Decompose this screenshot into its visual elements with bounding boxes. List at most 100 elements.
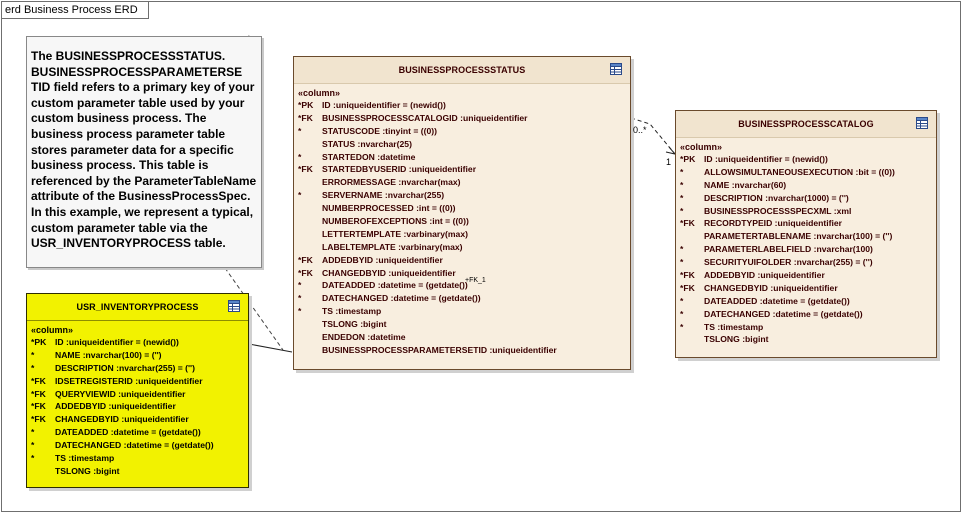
column-definition: DATECHANGED :datetime = (getdate()) <box>704 308 863 319</box>
column-row[interactable]: TSLONG :bigint <box>294 318 630 331</box>
column-row[interactable]: * STATUSCODE :tinyint = ((0)) <box>294 125 630 138</box>
column-key-marker: * <box>298 280 302 291</box>
column-definition: CHANGEDBYID :uniqueidentifier <box>704 282 838 293</box>
column-row[interactable]: *TS :timestamp <box>27 452 248 465</box>
column-definition: CHANGEDBYID :uniqueidentifier <box>322 267 456 278</box>
column-row[interactable]: NUMBERPROCESSED :int = ((0)) <box>294 202 630 215</box>
entity-stereotype: «column» <box>31 325 74 335</box>
entity-stereotype: «column» <box>680 142 723 152</box>
column-key-marker: *FK <box>680 218 695 229</box>
column-row[interactable]: ENDEDON :datetime <box>294 331 630 344</box>
column-row[interactable]: * SERVERNAME :nvarchar(255) <box>294 189 630 202</box>
column-row[interactable]: * NAME :nvarchar(60) <box>676 179 936 192</box>
column-key-marker: *PK <box>31 337 47 347</box>
column-key-marker: *FK <box>31 375 46 386</box>
column-definition: IDSETREGISTERID :uniqueidentifier <box>55 375 203 386</box>
arrowhead-icon <box>665 146 677 155</box>
column-key-marker: * <box>680 257 684 268</box>
column-row[interactable]: *TS :timestamp <box>294 305 630 318</box>
column-definition: DESCRIPTION :nvarchar(255) = ('') <box>55 362 195 373</box>
column-definition: DATEADDED :datetime = (getdate()) <box>322 280 468 291</box>
column-row[interactable]: *DESCRIPTION :nvarchar(1000) = ('') <box>676 192 936 205</box>
column-definition: ADDEDBYID :uniqueidentifier <box>322 254 443 265</box>
column-row[interactable]: *SECURITYUIFOLDER :nvarchar(255) = ('') <box>676 256 936 269</box>
column-definition: STATUSCODE :tinyint = ((0)) <box>322 125 437 136</box>
diagram-note[interactable]: The BUSINESSPROCESSSTATUS. BUSINESSPROCE… <box>26 36 262 268</box>
column-row[interactable]: *BUSINESSPROCESSSPECXML :xml <box>676 205 936 218</box>
column-definition: SERVERNAME :nvarchar(255) <box>322 190 445 201</box>
column-key-marker: *FK <box>298 164 313 175</box>
column-key-marker: * <box>298 151 302 162</box>
column-row[interactable]: *DATECHANGED :datetime = (getdate()) <box>27 439 248 452</box>
column-key-marker: * <box>680 192 684 203</box>
column-definition: DATEADDED :datetime = (getdate()) <box>704 295 850 306</box>
column-key-marker: *FK <box>298 254 313 265</box>
column-definition: NUMBEROFEXCEPTIONS :int = ((0)) <box>322 216 469 227</box>
column-key-marker: * <box>680 295 684 306</box>
column-row[interactable]: LETTERTEMPLATE :varbinary(max) <box>294 228 630 241</box>
column-row[interactable]: TSLONG :bigint <box>676 333 936 346</box>
column-row[interactable]: PARAMETERTABLENAME :nvarchar(100) = ('') <box>676 230 936 243</box>
column-row[interactable]: *PARAMETERLABELFIELD :nvarchar(100) <box>676 243 936 256</box>
entity-name: BUSINESSPROCESSSTATUS <box>398 65 526 75</box>
column-key-marker: * <box>31 440 35 451</box>
column-key-marker: *FK <box>298 267 313 278</box>
column-definition: TSLONG :bigint <box>55 465 120 476</box>
column-row[interactable]: LABELTEMPLATE :varbinary(max) <box>294 241 630 254</box>
column-row[interactable]: BUSINESSPROCESSPARAMETERSETID :uniqueide… <box>294 344 630 357</box>
column-definition: TSLONG :bigint <box>322 319 387 330</box>
column-row[interactable]: NUMBEROFEXCEPTIONS :int = ((0)) <box>294 215 630 228</box>
column-row[interactable]: *DATECHANGED :datetime = (getdate()) <box>676 308 936 321</box>
column-row[interactable]: * DATEADDED :datetime = (getdate()) <box>676 295 936 308</box>
column-row[interactable]: *PK ID :uniqueidentifier = (newid()) <box>27 336 248 349</box>
column-row[interactable]: *DATECHANGED :datetime = (getdate()) <box>294 292 630 305</box>
column-definition: ALLOWSIMULTANEOUSEXECUTION :bit = ((0)) <box>704 166 895 177</box>
column-key-marker: * <box>298 125 302 136</box>
column-row[interactable]: *NAME :nvarchar(100) = ('') <box>27 349 248 362</box>
source-multiplicity: 0..* <box>633 125 647 135</box>
table-icon <box>228 300 240 312</box>
column-key-marker: * <box>31 427 35 438</box>
entity-header: BUSINESSPROCESSSTATUS <box>294 57 630 84</box>
column-definition: DATEADDED :datetime = (getdate()) <box>55 427 201 438</box>
column-row[interactable]: *STARTEDON :datetime <box>294 151 630 164</box>
column-key-marker: * <box>680 179 684 190</box>
column-row[interactable]: *ALLOWSIMULTANEOUSEXECUTION :bit = ((0)) <box>676 166 936 179</box>
column-definition: ID :uniqueidentifier = (newid()) <box>55 337 179 347</box>
entity-header: BUSINESSPROCESSCATALOG <box>676 111 936 138</box>
column-row[interactable]: *FK ADDEDBYID :uniqueidentifier <box>294 254 630 267</box>
column-row[interactable]: *TS :timestamp <box>676 321 936 334</box>
column-row[interactable]: *FK IDSETREGISTERID :uniqueidentifier <box>27 375 248 388</box>
column-row[interactable]: TSLONG :bigint <box>27 465 248 478</box>
column-row[interactable]: *DESCRIPTION :nvarchar(255) = ('') <box>27 362 248 375</box>
column-row[interactable]: * DATEADDED :datetime = (getdate()) <box>27 426 248 439</box>
column-definition: ADDEDBYID :uniqueidentifier <box>704 270 825 281</box>
column-definition: DATECHANGED :datetime = (getdate()) <box>322 293 481 304</box>
table-icon <box>916 117 928 129</box>
column-definition: QUERYVIEWID :uniqueidentifier <box>55 388 186 399</box>
column-key-marker: *PK <box>298 100 314 110</box>
column-definition: ENDEDON :datetime <box>322 332 406 343</box>
column-key-marker: *FK <box>680 282 695 293</box>
column-row[interactable]: *FK CHANGEDBYID :uniqueidentifier <box>294 267 630 280</box>
column-key-marker: * <box>298 190 302 201</box>
column-key-marker: * <box>680 321 684 332</box>
column-definition: NAME :nvarchar(60) <box>704 179 787 190</box>
column-row[interactable]: *FK CHANGEDBYID :uniqueidentifier <box>676 282 936 295</box>
column-row[interactable]: * DATEADDED :datetime = (getdate()) <box>294 279 630 292</box>
column-row[interactable]: ERRORMESSAGE :nvarchar(max) <box>294 176 630 189</box>
column-row[interactable]: STATUS :nvarchar(25) <box>294 138 630 151</box>
